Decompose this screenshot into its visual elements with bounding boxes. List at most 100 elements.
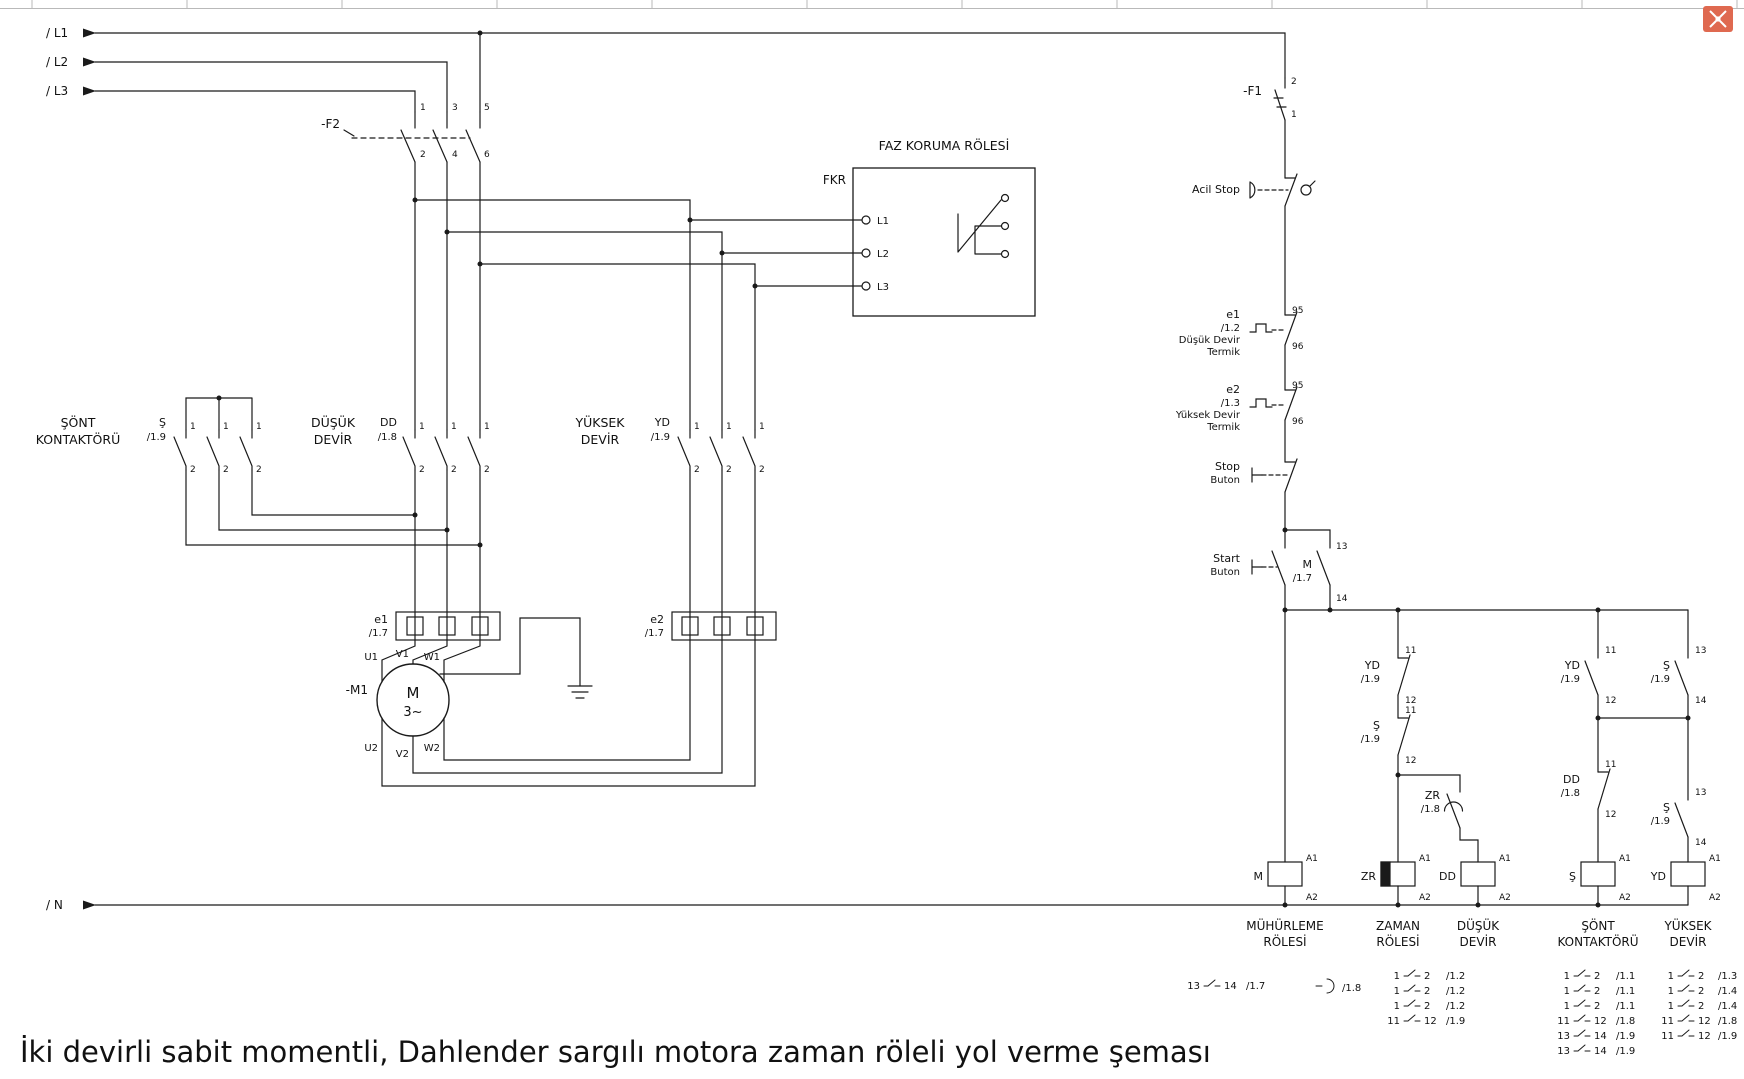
xref-yd-a: 1 xyxy=(1668,986,1674,997)
timer-zr-ref: /1.8 xyxy=(1421,804,1440,815)
coil-zr-a2: A2 xyxy=(1419,893,1431,903)
shunt-title1: ŞÖNT xyxy=(61,414,96,430)
coil-m-a1: A1 xyxy=(1306,854,1318,864)
coil-m-caption1: MÜHÜRLEME xyxy=(1246,917,1323,933)
coil-m-name: M xyxy=(1254,870,1264,883)
l1-arrow-icon xyxy=(83,28,96,38)
thermal-e2-desc2: Termik xyxy=(1206,422,1240,433)
pole-terminal: 2 xyxy=(484,465,490,475)
xref-s-b: 2 xyxy=(1594,986,1600,997)
xref-s-r: /1.9 xyxy=(1616,1031,1635,1042)
page-title: İki devirli sabit momentli, Dahlender sa… xyxy=(20,1035,1211,1069)
pole-terminal: 1 xyxy=(484,422,490,432)
aux-contact-s3 xyxy=(1674,802,1689,838)
xref-s-b: 14 xyxy=(1594,1031,1607,1042)
aux-yd2-name: YD xyxy=(1564,659,1580,672)
xref-glyphs xyxy=(1203,969,1695,1052)
xref-dd-r: /1.2 xyxy=(1446,986,1465,997)
high-title1: YÜKSEK xyxy=(574,414,625,430)
low-ref: /1.8 xyxy=(378,432,397,443)
aux-contact-yd1 xyxy=(1397,654,1411,696)
xref-s-b: 2 xyxy=(1594,971,1600,982)
xref-s-a: 1 xyxy=(1564,971,1570,982)
aux-dd-t11: 11 xyxy=(1605,760,1616,770)
pole-terminal: 1 xyxy=(759,422,765,432)
aux-s1-ref: /1.9 xyxy=(1361,734,1380,745)
xref-dd-b: 2 xyxy=(1424,971,1430,982)
phase-label-l3: / L3 xyxy=(46,84,68,98)
coil-zr xyxy=(1380,861,1416,887)
fkr-title: FAZ KORUMA RÖLESİ xyxy=(879,137,1010,153)
coil-s-a2: A2 xyxy=(1619,893,1631,903)
stop-button-symbol xyxy=(1251,458,1298,493)
f1-terminal: 2 xyxy=(1291,77,1297,87)
labels: / L1 / L2 / L3 / N -F2 1 3 5 2 4 6 FAZ K… xyxy=(20,26,1737,1069)
aux-s2-name: Ş xyxy=(1663,659,1670,672)
fkr-terminal-l2: L2 xyxy=(877,249,889,260)
aux-yd2-t11: 11 xyxy=(1605,646,1616,656)
aux-yd1-name: YD xyxy=(1364,659,1380,672)
thermal-e1-t96: 96 xyxy=(1292,342,1304,352)
start-button-symbol xyxy=(1251,550,1286,586)
pole-terminal: 2 xyxy=(190,465,196,475)
xref-yd-b: 2 xyxy=(1698,986,1704,997)
breaker-f2-label: -F2 xyxy=(321,117,340,131)
phase-label-l2: / L2 xyxy=(46,55,68,69)
motor-terminal-w2: W2 xyxy=(424,743,440,754)
f2-terminal: 6 xyxy=(484,150,490,160)
aux-yd1-t12: 12 xyxy=(1405,696,1416,706)
high-ref: /1.9 xyxy=(651,432,670,443)
pole-terminal: 2 xyxy=(726,465,732,475)
xref-yd-a: 11 xyxy=(1661,1031,1674,1042)
earth-icon xyxy=(567,685,593,699)
coil-zr-caption2: RÖLESİ xyxy=(1376,933,1419,949)
f2-terminal: 1 xyxy=(420,103,426,113)
thermal-contact-e1 xyxy=(1249,311,1298,346)
xref-yd-r: /1.4 xyxy=(1718,1001,1737,1012)
coil-s-caption2: KONTAKTÖRÜ xyxy=(1557,933,1638,949)
pole-terminal: 1 xyxy=(256,422,262,432)
xref-s-r: /1.8 xyxy=(1616,1016,1635,1027)
coil-dd-caption2: DEVİR xyxy=(1460,934,1497,949)
motor-terminal-v1: V1 xyxy=(396,649,409,660)
pole-terminal: 2 xyxy=(759,465,765,475)
aux-s1-t11: 11 xyxy=(1405,706,1416,716)
aux-s1-name: Ş xyxy=(1373,719,1380,732)
xref-yd-b: 2 xyxy=(1698,1001,1704,1012)
seal-t13: 13 xyxy=(1336,542,1347,552)
fkr-box xyxy=(852,167,1036,317)
low-title2: DEVİR xyxy=(314,432,353,447)
xref-yd-r: /1.3 xyxy=(1718,971,1737,982)
aux-s3-t13: 13 xyxy=(1695,788,1706,798)
xref-dd-b: 2 xyxy=(1424,1001,1430,1012)
overload-e1-name: e1 xyxy=(374,613,388,626)
xref-yd-r: /1.4 xyxy=(1718,986,1737,997)
aux-contact-s2 xyxy=(1674,660,1689,696)
thermal-e1-name: e1 xyxy=(1226,308,1240,321)
power-contacts xyxy=(173,429,756,471)
xref-yd-b: 2 xyxy=(1698,971,1704,982)
thermal-e1-desc2: Termik xyxy=(1206,347,1240,358)
xref-dd-a: 1 xyxy=(1394,1001,1400,1012)
aux-s2-t13: 13 xyxy=(1695,646,1706,656)
aux-s3-name: Ş xyxy=(1663,801,1670,814)
thermal-e1-ref: /1.2 xyxy=(1221,323,1240,334)
coil-s-caption1: ŞÖNT xyxy=(1581,917,1615,933)
fuse-f1-symbol xyxy=(1273,89,1287,121)
xref-s-r: /1.1 xyxy=(1616,971,1635,982)
emergency-stop-symbol xyxy=(1249,173,1316,207)
coil-s-name: Ş xyxy=(1569,870,1576,883)
timer-zr-name: ZR xyxy=(1425,789,1441,802)
fit-view-icon[interactable] xyxy=(1703,6,1733,32)
coil-dd-name: DD xyxy=(1439,870,1456,883)
f2-terminal: 5 xyxy=(484,103,490,113)
pole-terminal: 1 xyxy=(419,422,425,432)
aux-s1-t12: 12 xyxy=(1405,756,1416,766)
pole-terminal: 1 xyxy=(451,422,457,432)
f1-terminal: 1 xyxy=(1291,110,1297,120)
thermal-e2-ref: /1.3 xyxy=(1221,398,1240,409)
xref-dd-b: 2 xyxy=(1424,986,1430,997)
shunt-title2: KONTAKTÖRÜ xyxy=(36,431,120,447)
coil-yd-caption1: YÜKSEK xyxy=(1663,917,1712,933)
